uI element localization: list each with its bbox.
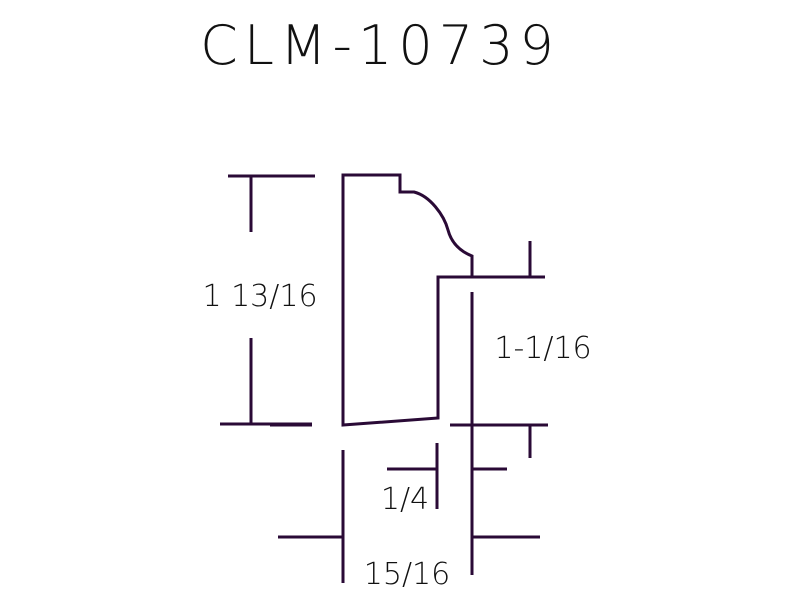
molding-profile-outline bbox=[341, 173, 474, 427]
dimension-height-total: 1 13/16 bbox=[202, 174, 318, 426]
dimension-height-right: 1-1/16 bbox=[450, 241, 592, 575]
dimension-width-total: 15/16 bbox=[270, 423, 540, 592]
dimension-label-height-right: 1-1/16 bbox=[494, 331, 591, 366]
drawing-title: CLM-10739 bbox=[200, 14, 560, 77]
dimension-label-step-width: 1/4 bbox=[381, 482, 429, 517]
dimension-label-width-total: 15/16 bbox=[364, 557, 450, 592]
dimension-step-width: 1/4 bbox=[381, 443, 507, 517]
dimension-label-height-total: 1 13/16 bbox=[202, 279, 317, 314]
